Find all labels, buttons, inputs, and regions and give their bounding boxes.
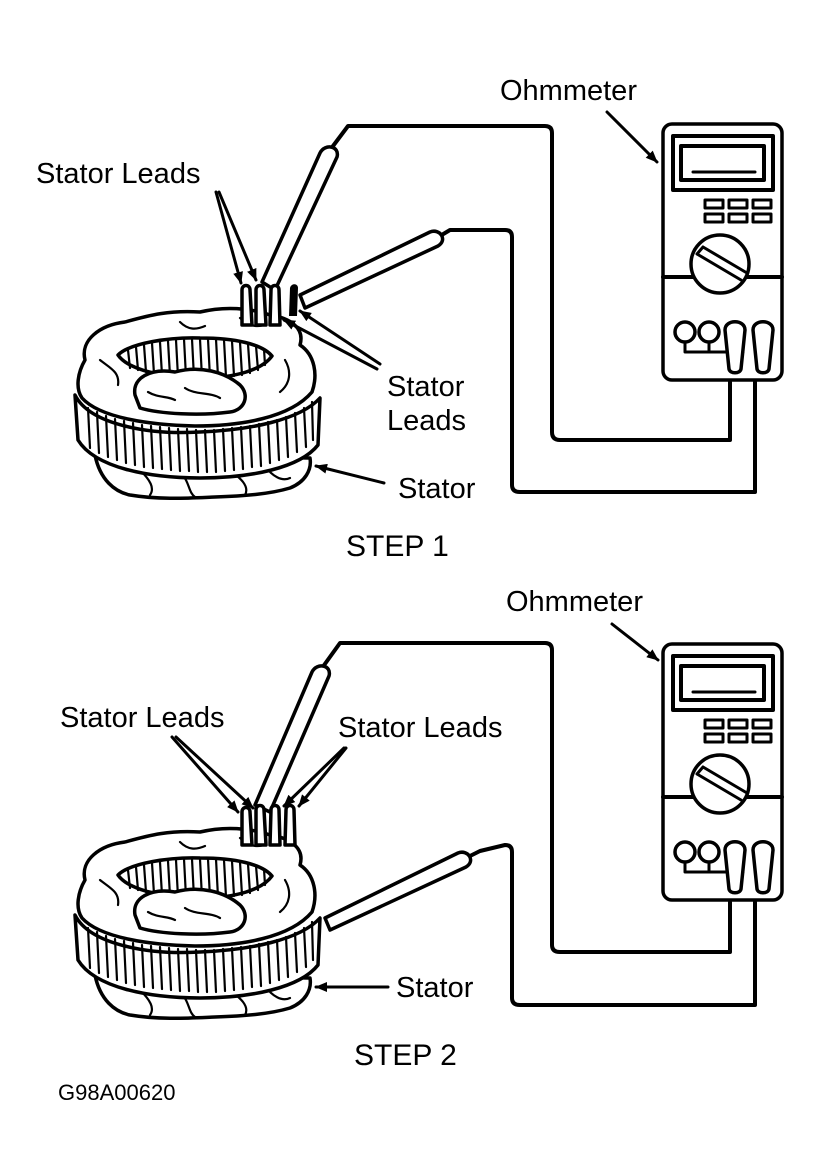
stator-leads-pointer-arrow xyxy=(297,746,348,808)
stator-illustration xyxy=(73,283,322,500)
ohmmeter-label: Ohmmeter xyxy=(506,586,643,618)
stator-label: Stator xyxy=(396,972,474,1004)
stator-pointer-arrow xyxy=(314,463,386,485)
ohmmeter-label: Ohmmeter xyxy=(500,75,637,107)
stator-leads-label-left: Stator Leads xyxy=(60,702,224,734)
step-2-caption: STEP 2 xyxy=(354,1039,457,1072)
stator-leads-pointer-arrow xyxy=(298,309,382,366)
stator-leads-pointer-arrow xyxy=(214,190,243,285)
stator-leads-pointer-arrow xyxy=(170,735,240,814)
ohmmeter-pointer-arrow xyxy=(610,622,660,662)
stator-leads xyxy=(240,283,298,327)
stator-leads-label-left: Stator Leads xyxy=(36,158,200,190)
stator-illustration xyxy=(73,826,322,1020)
stator-leads-pointer-arrow xyxy=(282,318,379,371)
step-2-diagram: Ohmmeter Stator Leads Stator Leads Stato… xyxy=(60,586,784,1072)
step-1-diagram: Ohmmeter Stator Leads Stator Leads Stato… xyxy=(36,75,784,563)
ohmmeter-pointer-arrow xyxy=(605,110,659,164)
stator-label: Stator xyxy=(398,473,476,505)
stator-leads-pointer-arrow xyxy=(174,735,255,810)
stator-leads-pointer-arrow xyxy=(217,190,258,282)
stator-leads-label-right: Leads xyxy=(387,405,466,437)
probe-wire-bottom xyxy=(466,843,757,1007)
figure-code: G98A00620 xyxy=(58,1080,175,1105)
ohmmeter-illustration xyxy=(661,642,784,902)
stator-leads-label-right: Stator xyxy=(387,371,465,403)
step-1-caption: STEP 1 xyxy=(346,530,449,563)
probe-wire-top xyxy=(320,641,732,954)
probe-wire-bottom xyxy=(438,228,757,494)
test-probe-2 xyxy=(323,850,473,932)
test-probe-1 xyxy=(260,145,340,292)
ohmmeter-illustration xyxy=(661,122,784,382)
stator-leads-label-right: Stator Leads xyxy=(338,712,502,744)
probe-wire-top xyxy=(328,124,732,442)
test-probe-2 xyxy=(298,229,445,310)
stator-leads-pointer-arrow xyxy=(282,746,346,808)
test-probe-1 xyxy=(253,664,332,814)
